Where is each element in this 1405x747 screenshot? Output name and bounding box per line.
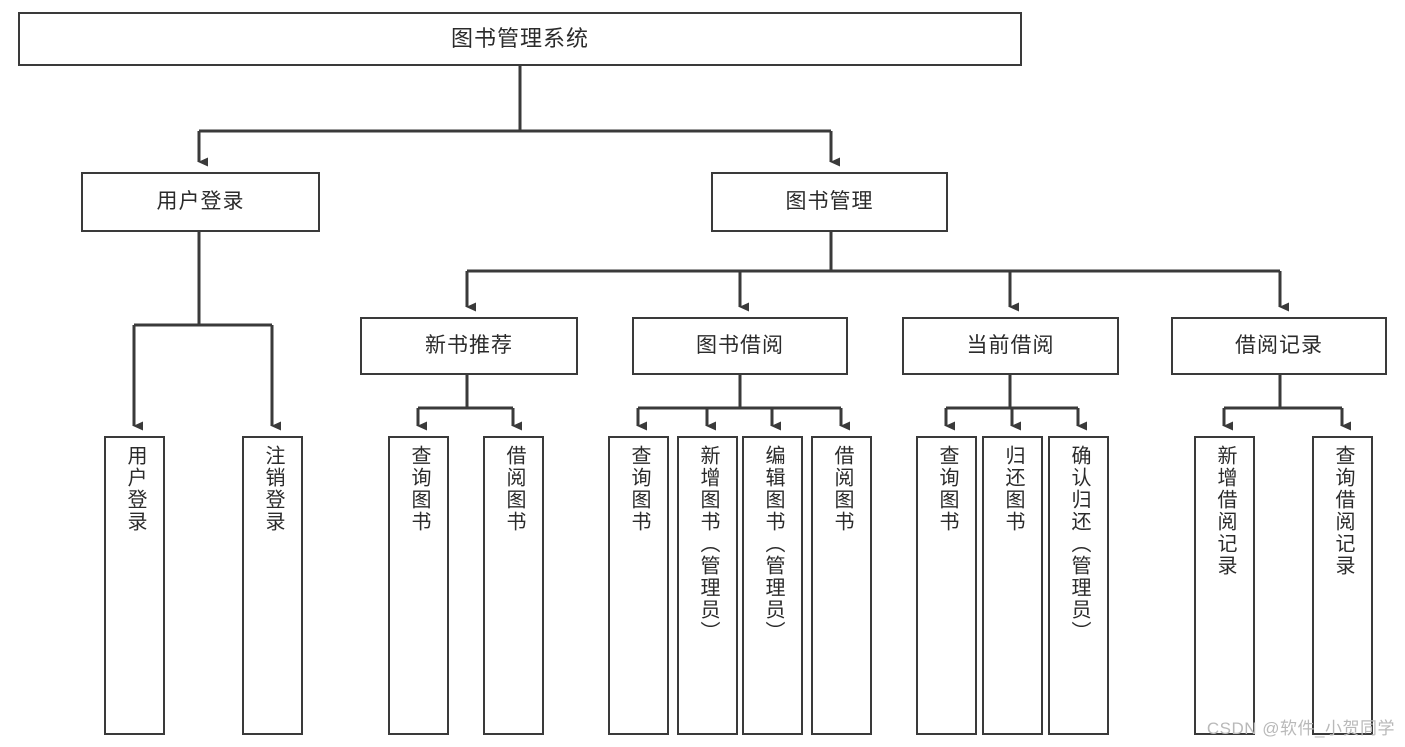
node-current-borrowing[interactable]: 当前借阅	[902, 317, 1119, 375]
node-label: 新书推荐	[425, 333, 513, 357]
node-leaf-logout[interactable]: 注销登录	[242, 436, 303, 735]
node-label: 当前借阅	[966, 333, 1055, 357]
node-label: 图书管理系统	[450, 26, 589, 52]
node-new-book-recommendation[interactable]: 新书推荐	[360, 317, 578, 375]
node-label: 用户登录	[156, 189, 245, 213]
node-leaf-borrow-books[interactable]: 借阅图书	[811, 436, 872, 735]
node-label: 图书管理	[785, 189, 874, 213]
node-label: 借阅图书	[831, 445, 853, 533]
node-label: 注销登录	[262, 445, 284, 533]
node-leaf-borrow-books-newbook[interactable]: 借阅图书	[483, 436, 544, 735]
node-leaf-query-books-borrow[interactable]: 查询图书	[608, 436, 669, 735]
node-label: 查询借阅记录	[1332, 445, 1354, 577]
node-book-management[interactable]: 图书管理	[711, 172, 948, 232]
node-leaf-query-books-newbook[interactable]: 查询图书	[388, 436, 449, 735]
node-label: 借阅记录	[1235, 333, 1323, 357]
node-label: 新增借阅记录	[1214, 445, 1236, 577]
node-label: 查询图书	[628, 445, 650, 533]
node-label: 新增图书（管理员）	[697, 445, 719, 643]
node-leaf-add-borrow-record[interactable]: 新增借阅记录	[1194, 436, 1255, 735]
watermark-text: CSDN @软件_小贺同学	[1206, 719, 1395, 738]
node-leaf-query-books-current[interactable]: 查询图书	[916, 436, 977, 735]
node-label: 归还图书	[1002, 445, 1024, 533]
node-leaf-confirm-return-admin[interactable]: 确认归还（管理员）	[1048, 436, 1109, 735]
node-borrow-records[interactable]: 借阅记录	[1171, 317, 1387, 375]
node-leaf-add-book-admin[interactable]: 新增图书（管理员）	[677, 436, 738, 735]
node-label: 图书借阅	[696, 333, 784, 357]
node-book-management-system[interactable]: 图书管理系统	[18, 12, 1022, 66]
node-book-borrowing[interactable]: 图书借阅	[632, 317, 848, 375]
node-label: 编辑图书（管理员）	[762, 445, 784, 643]
node-leaf-user-login[interactable]: 用户登录	[104, 436, 165, 735]
node-label: 借阅图书	[503, 445, 525, 533]
node-label: 查询图书	[936, 445, 958, 533]
node-label: 查询图书	[408, 445, 430, 533]
node-leaf-edit-book-admin[interactable]: 编辑图书（管理员）	[742, 436, 803, 735]
node-label: 用户登录	[124, 445, 146, 533]
node-user-login[interactable]: 用户登录	[81, 172, 320, 232]
node-leaf-query-borrow-record[interactable]: 查询借阅记录	[1312, 436, 1373, 735]
node-label: 确认归还（管理员）	[1068, 445, 1090, 643]
node-leaf-return-books[interactable]: 归还图书	[982, 436, 1043, 735]
